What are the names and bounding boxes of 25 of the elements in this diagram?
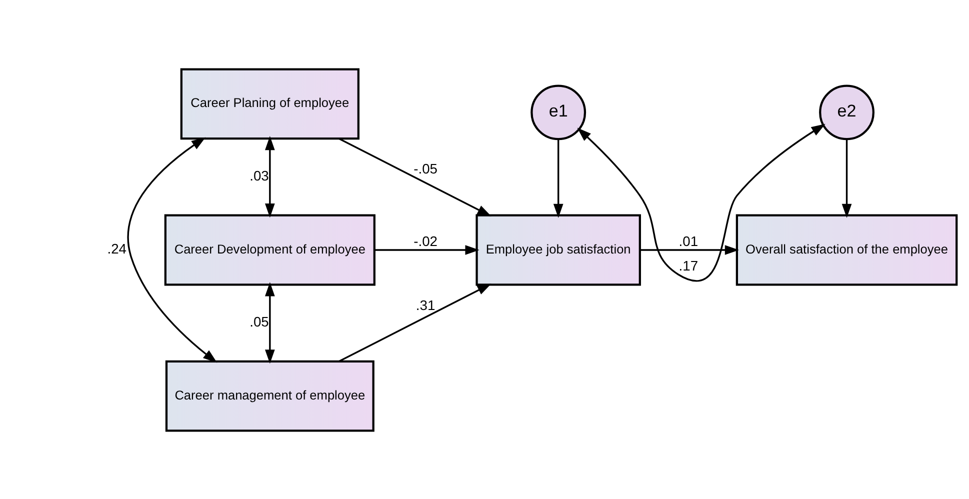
node-box: Career management of employee bbox=[165, 360, 374, 432]
edge-label: -.02 bbox=[414, 232, 438, 249]
node-box: Overall satisfaction of the employee bbox=[736, 214, 958, 286]
edge-label: -.05 bbox=[414, 160, 438, 176]
edge-label: .03 bbox=[250, 167, 269, 184]
node-box: Career Planing of employee bbox=[180, 68, 360, 140]
arrow bbox=[577, 123, 826, 281]
arrow bbox=[842, 138, 852, 218]
edge-label: .05 bbox=[250, 313, 269, 330]
node-box: Career Development of employee bbox=[164, 214, 376, 286]
arrow bbox=[640, 244, 739, 254]
node-circle: e1 bbox=[530, 84, 586, 140]
edge-label: .24 bbox=[107, 240, 127, 256]
arrow bbox=[264, 282, 275, 364]
node-circle: e2 bbox=[819, 84, 874, 140]
edge-label: .01 bbox=[678, 232, 698, 249]
node-box: Employee job satisfaction bbox=[476, 214, 641, 286]
edge-label: .17 bbox=[678, 257, 698, 274]
arrow bbox=[374, 244, 480, 254]
arrow bbox=[338, 137, 492, 216]
arrow bbox=[264, 136, 275, 218]
arrow bbox=[127, 136, 218, 362]
arrow bbox=[338, 283, 492, 362]
arrow bbox=[553, 138, 564, 218]
edge-label: .31 bbox=[416, 296, 436, 313]
